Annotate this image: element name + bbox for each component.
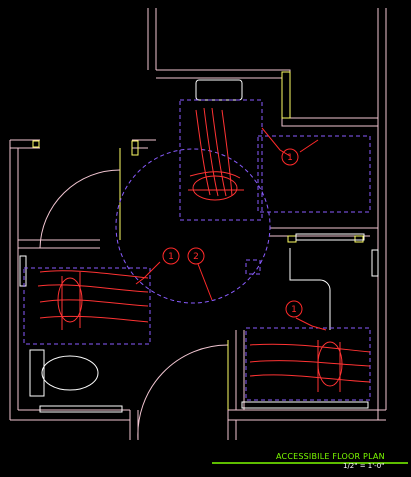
callouts <box>135 127 327 331</box>
callout-number: 1 <box>291 305 297 315</box>
doors <box>32 71 364 441</box>
fixtures <box>19 79 379 413</box>
drawing-title: ACCESSIBILE FLOOR PLAN <box>276 452 385 461</box>
walls <box>9 8 387 440</box>
callout-number: 2 <box>193 252 199 262</box>
wheelchair-figures <box>37 107 371 392</box>
callout-number: 1 <box>168 252 174 262</box>
drawing-scale: 1/2" = 1'-0" <box>343 462 385 470</box>
clearance-zones <box>23 99 371 401</box>
callout-number: 1 <box>287 153 293 163</box>
